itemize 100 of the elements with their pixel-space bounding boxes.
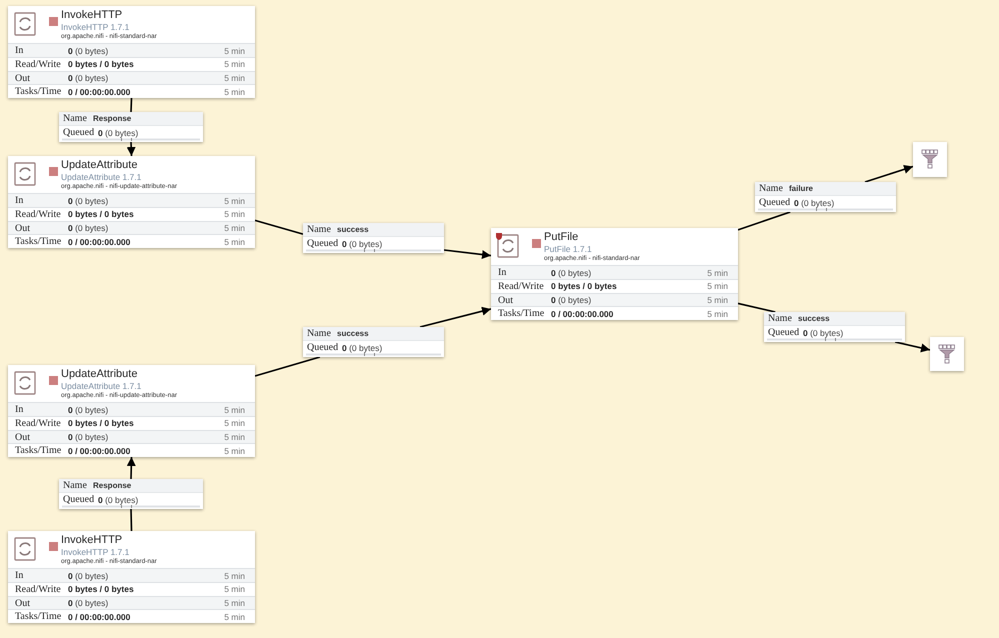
stat-label: Read/Write — [15, 208, 61, 220]
stat-label: In — [15, 45, 24, 56]
processor-name: PutFile — [544, 231, 578, 243]
field-label: Queued — [759, 197, 790, 208]
stat-period: 5 min — [707, 281, 728, 292]
processor-type: PutFile 1.7.1 — [544, 244, 592, 254]
stat-period: 5 min — [224, 432, 245, 442]
stat-value: 0 bytes / 0 bytes — [68, 584, 134, 594]
connection-name: success — [337, 225, 369, 234]
connection-name: success — [337, 329, 369, 338]
field-label: Name — [307, 328, 331, 339]
connection-label-box — [303, 327, 444, 357]
connection-label-box — [303, 223, 444, 253]
connection-label-box — [59, 479, 203, 509]
field-label: Name — [307, 224, 331, 235]
processor-card — [8, 156, 255, 248]
processor-card — [491, 228, 738, 320]
stat-value: 0 bytes / 0 bytes — [68, 418, 134, 428]
stat-period: 5 min — [707, 295, 728, 305]
queued-value: 0 (0 bytes) — [98, 128, 138, 138]
stat-label: In — [15, 404, 24, 415]
connection-arrow — [126, 142, 136, 156]
queued-value: 0 (0 bytes) — [342, 238, 382, 248]
stat-label: Tasks/Time — [15, 86, 62, 98]
stat-value: 0 (0 bytes) — [551, 268, 592, 278]
stat-label: In — [15, 570, 24, 581]
stat-label: Out — [498, 294, 513, 306]
stat-label: Read/Write — [15, 418, 61, 429]
stat-label: Out — [15, 72, 30, 84]
connection-label-box — [755, 182, 896, 212]
stat-value: 0 (0 bytes) — [551, 295, 592, 305]
stat-period: 5 min — [224, 418, 245, 428]
connection-arrow — [864, 164, 914, 183]
connection-label-box — [59, 112, 203, 142]
funnel-box — [930, 337, 964, 371]
stat-period: 5 min — [224, 86, 245, 97]
field-label: Queued — [63, 494, 94, 505]
stat-period: 5 min — [224, 570, 245, 580]
stat-period: 5 min — [224, 59, 245, 70]
funnel-box — [913, 142, 947, 177]
stat-value: 0 (0 bytes) — [68, 404, 108, 414]
stat-label: Read/Write — [498, 280, 544, 292]
connection-arrow — [126, 456, 136, 480]
stat-value: 0 bytes / 0 bytes — [68, 209, 134, 220]
processor-name: UpdateAttribute — [61, 159, 138, 171]
stat-value: 0 (0 bytes) — [68, 432, 108, 442]
processor-card — [8, 365, 255, 457]
stat-period: 5 min — [224, 209, 245, 220]
stat-value: 0 / 00:00:00.000 — [68, 86, 130, 97]
connection-arrow — [894, 341, 930, 352]
connection-arrow — [420, 306, 492, 328]
field-label: Queued — [63, 127, 94, 138]
processor-card — [8, 531, 255, 623]
stat-label: Tasks/Time — [15, 445, 62, 456]
field-label: Queued — [307, 238, 338, 249]
stat-value: 0 (0 bytes) — [68, 598, 108, 608]
processor-name: InvokeHTTP — [61, 9, 122, 21]
queued-value: 0 (0 bytes) — [342, 342, 382, 352]
stat-period: 5 min — [224, 612, 245, 622]
field-label: Queued — [307, 342, 338, 353]
stat-label: Tasks/Time — [15, 611, 62, 622]
stat-label: Tasks/Time — [498, 308, 544, 320]
stat-value: 0 (0 bytes) — [68, 570, 108, 580]
stat-label: In — [15, 195, 24, 206]
field-label: Name — [63, 480, 87, 491]
processor-card — [8, 6, 255, 98]
stat-value: 0 / 00:00:00.000 — [68, 236, 130, 247]
stat-period: 5 min — [224, 46, 245, 56]
stat-value: 0 / 00:00:00.000 — [551, 308, 614, 319]
stat-label: Read/Write — [15, 58, 61, 70]
stat-value: 0 bytes / 0 bytes — [68, 59, 134, 70]
stat-label: Out — [15, 222, 30, 234]
processor-type: InvokeHTTP 1.7.1 — [61, 22, 130, 32]
queued-value: 0 (0 bytes) — [98, 494, 138, 504]
connection-arrow — [444, 249, 492, 259]
stat-value: 0 (0 bytes) — [68, 46, 108, 56]
queued-value: 0 (0 bytes) — [794, 198, 834, 208]
stat-label: Out — [15, 598, 30, 608]
stat-label: Read/Write — [15, 584, 61, 595]
processor-type: InvokeHTTP 1.7.1 — [61, 547, 130, 557]
stat-period: 5 min — [224, 446, 245, 456]
stat-period: 5 min — [224, 404, 245, 414]
connection-name: Response — [93, 114, 132, 123]
connection-name: failure — [789, 184, 814, 193]
connection-label-box — [764, 312, 905, 342]
stat-value: 0 / 00:00:00.000 — [68, 446, 130, 456]
stat-period: 5 min — [224, 236, 245, 247]
stat-value: 0 (0 bytes) — [68, 223, 108, 233]
stat-period: 5 min — [224, 73, 245, 83]
stat-period: 5 min — [707, 308, 728, 319]
processor-name: InvokeHTTP — [61, 534, 122, 546]
field-label: Name — [759, 183, 783, 194]
stat-period: 5 min — [224, 223, 245, 233]
stat-value: 0 (0 bytes) — [68, 196, 108, 206]
processor-type: UpdateAttribute 1.7.1 — [61, 172, 142, 182]
queued-value: 0 (0 bytes) — [803, 328, 844, 338]
stat-label: In — [498, 267, 506, 278]
connection-name: Response — [93, 481, 132, 490]
field-label: Name — [768, 313, 792, 324]
stat-label: Tasks/Time — [15, 236, 62, 248]
